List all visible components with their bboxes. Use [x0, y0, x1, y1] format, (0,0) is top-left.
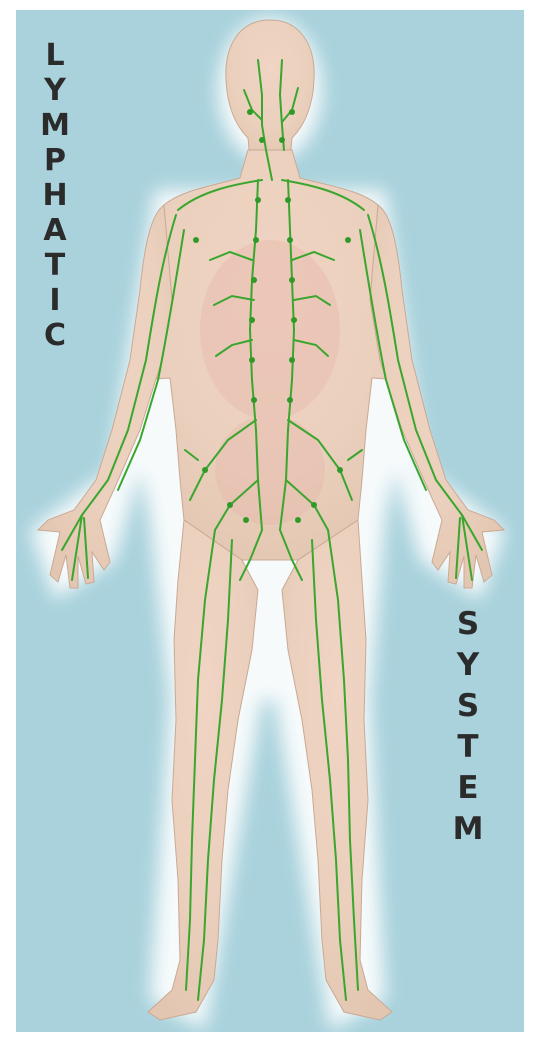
- title-letter: H: [42, 178, 67, 213]
- title-lymphatic: L Y M P H A T I C: [40, 38, 70, 353]
- title-letter: T: [457, 727, 478, 768]
- title-letter: Y: [44, 73, 66, 108]
- title-letter: A: [43, 213, 66, 248]
- title-letter: S: [457, 604, 479, 645]
- title-letter: L: [45, 38, 64, 73]
- title-letter: E: [457, 768, 478, 809]
- title-letter: C: [44, 318, 66, 353]
- title-letter: M: [453, 809, 484, 850]
- title-letter: S: [457, 686, 479, 727]
- title-letter: I: [49, 283, 60, 318]
- title-letter: T: [45, 248, 65, 283]
- title-letter: M: [40, 108, 70, 143]
- torso-shading: [200, 240, 340, 525]
- title-system: S Y S T E M: [451, 604, 485, 850]
- title-letter: Y: [457, 645, 479, 686]
- title-letter: P: [44, 143, 66, 178]
